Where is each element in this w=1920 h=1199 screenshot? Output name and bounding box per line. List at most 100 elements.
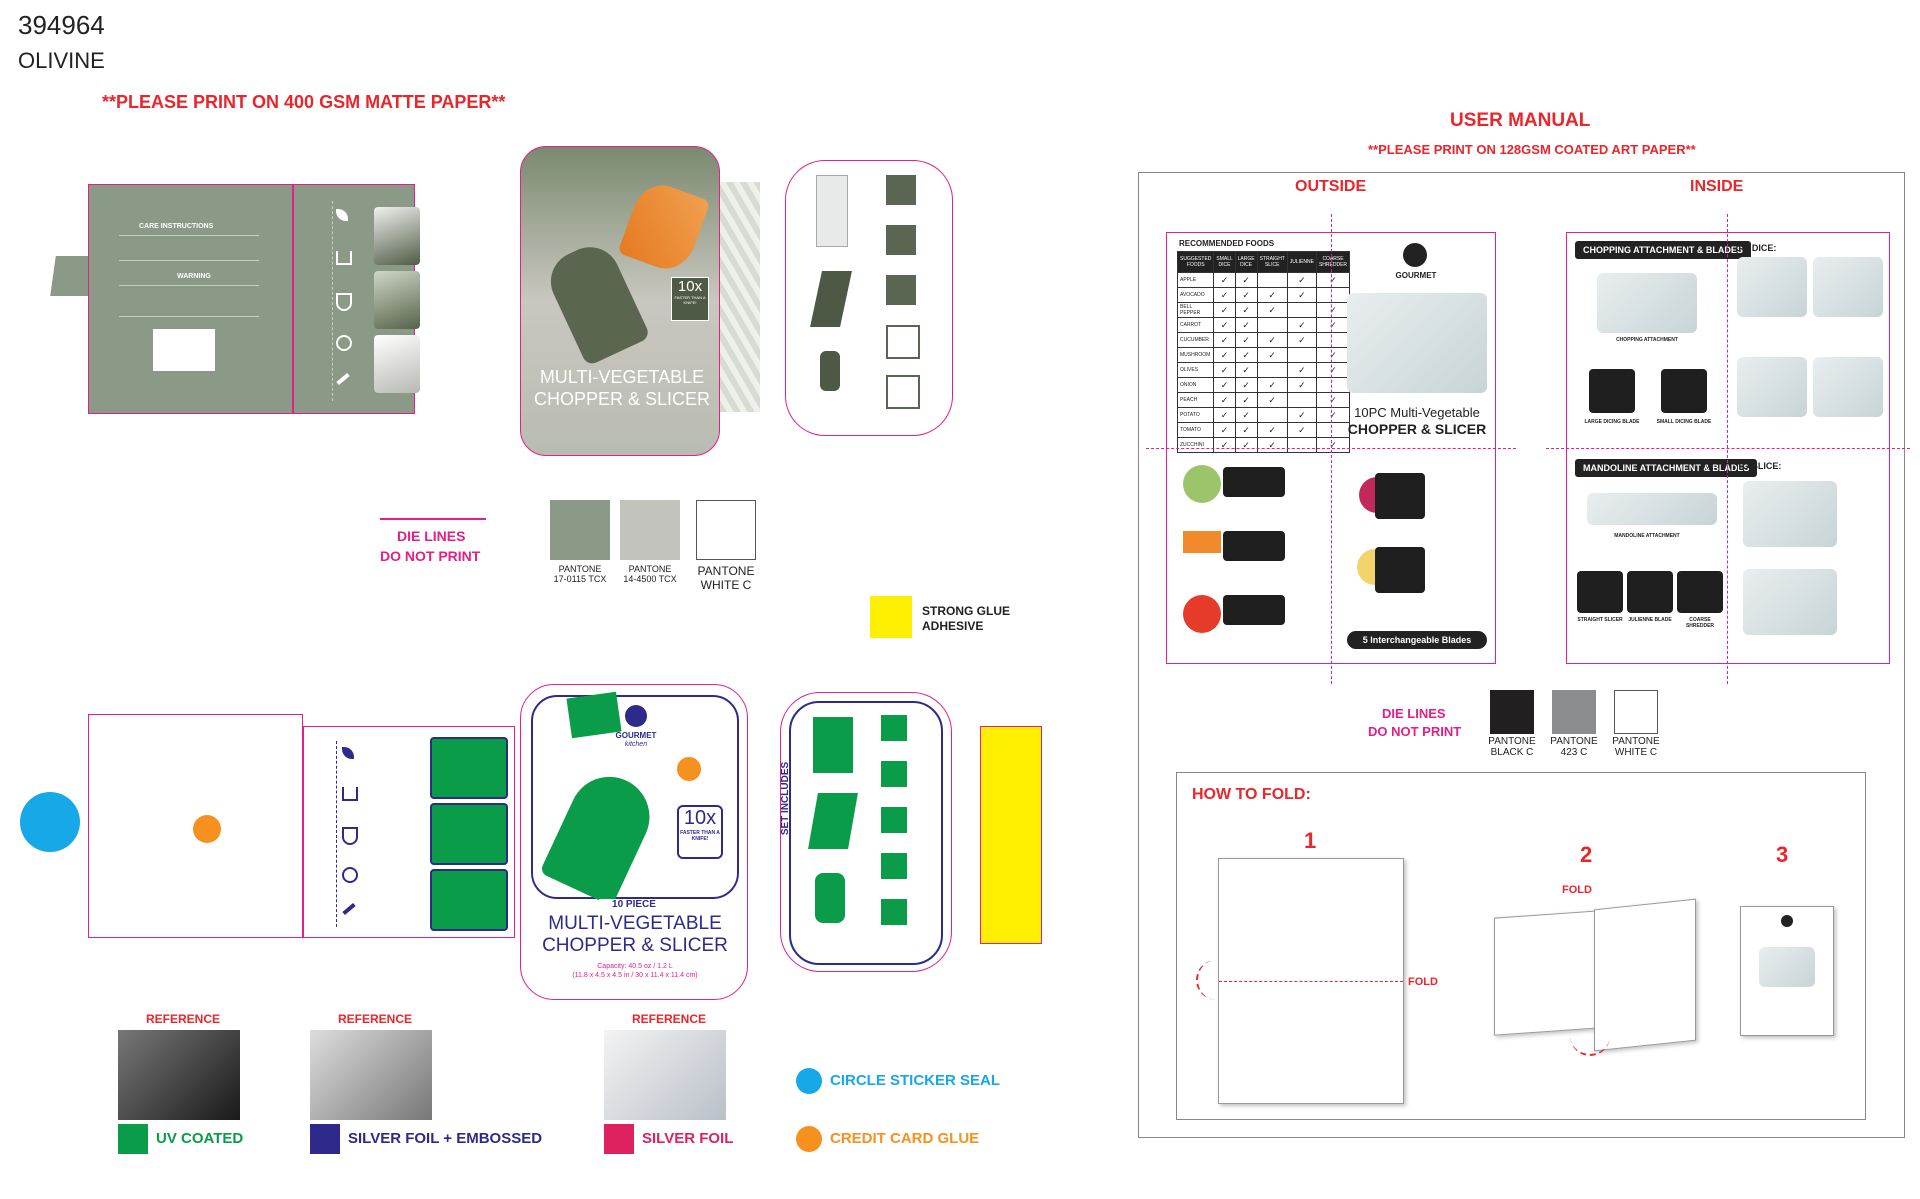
leaf-icon (336, 209, 348, 221)
manual-pantone-label: PANTONE WHITE C (1612, 736, 1660, 758)
finish-label: SILVER FOIL (642, 1130, 734, 1147)
rec-food-cell: POTATO (1176, 407, 1215, 423)
dice-step-2 (1813, 257, 1883, 317)
blade-icon-2 (342, 902, 356, 916)
pantone-label: PANTONE 17-0115 TCX (553, 564, 607, 584)
rec-check-cell: ✓ (1286, 272, 1317, 288)
badge-sub-2: FASTER THAN A KNIFE! (680, 830, 720, 842)
cup-icon-2 (342, 787, 358, 801)
feature-label-column (312, 741, 337, 927)
rec-check-cell (1256, 362, 1288, 378)
blade-straight (1223, 595, 1285, 625)
uv-photo-2 (430, 803, 508, 865)
manual-title: USER MANUAL (1450, 110, 1591, 131)
rec-check-cell: ✓ (1234, 437, 1258, 453)
product-photo-3 (374, 335, 420, 393)
finish-swatch (310, 1124, 340, 1154)
manual-pantone-swatch (1614, 690, 1658, 734)
rec-check-cell: ✓ (1256, 347, 1288, 363)
badge-value: 10x (677, 278, 703, 295)
manual-pantone-label: PANTONE 423 C (1550, 736, 1598, 758)
rec-check-cell: ✓ (1213, 377, 1236, 393)
box-bottom-dieline: GOURMET kitchen 10x FASTER THAN A KNIFE!… (20, 670, 1050, 1000)
rec-check-cell: ✓ (1286, 377, 1317, 393)
rec-check-cell: ✓ (1213, 302, 1236, 318)
to-dice-label: TO DICE: (1737, 243, 1777, 253)
rec-header-cell: LARGE DICE (1234, 251, 1258, 273)
rec-title: RECOMMENDED FOODS (1179, 239, 1275, 248)
rec-check-cell: ✓ (1213, 317, 1236, 333)
rec-check-cell (1315, 332, 1351, 348)
orange-dot-marker (677, 757, 701, 781)
dielines-line2: DO NOT PRINT (380, 548, 481, 564)
brand-logo-circle (625, 705, 647, 727)
circle-sticker-seal (20, 792, 80, 852)
rec-food-cell: ONION (1176, 377, 1215, 393)
rec-check-cell: ✓ (1315, 437, 1351, 453)
slice-step-2 (1743, 569, 1837, 635)
reference-image (604, 1030, 726, 1120)
rec-check-cell: ✓ (1315, 362, 1351, 378)
legend-glue-label: CREDIT CARD GLUE (830, 1130, 980, 1147)
slice-blade-2 (1627, 571, 1673, 613)
rec-check-cell: ✓ (1213, 272, 1236, 288)
reference-label: REFERENCE (632, 1012, 707, 1026)
finish-label: SILVER FOIL + EMBOSSED (348, 1130, 543, 1147)
carrots-image (617, 177, 711, 277)
manual-print-note: **PLEASE PRINT ON 128GSM COATED ART PAPE… (1368, 142, 1696, 157)
rec-food-cell: MUSHROOM (1176, 347, 1215, 363)
large-dice-label: LARGE DICING BLADE (1584, 419, 1640, 425)
fold-step-3: 3 (1776, 842, 1789, 867)
pantone-swatch (620, 500, 680, 560)
rec-header-cell: SUGGESTED FOODS (1176, 251, 1215, 273)
rec-check-cell: ✓ (1286, 422, 1317, 438)
rec-check-cell: ✓ (1234, 422, 1258, 438)
brand-logo-manual (1403, 243, 1427, 267)
rec-check-cell: ✓ (1213, 287, 1236, 303)
bottom-back-panel (88, 714, 303, 938)
rec-check-cell: ✓ (1315, 347, 1351, 363)
chop-title: CHOPPING ATTACHMENT & BLADES (1575, 241, 1751, 259)
rec-check-cell (1256, 407, 1288, 423)
inner-blue-frame (531, 695, 739, 899)
blades-banner: 5 Interchangeable Blades (1347, 631, 1487, 649)
blade-thumb-3 (886, 275, 916, 305)
manual-brand: GOURMET (1395, 271, 1437, 280)
chop-attachment-image (1597, 273, 1697, 333)
set-part-1 (813, 717, 853, 773)
slice-blade-label-2: JULIENNE BLADE (1628, 617, 1672, 623)
bottom-title-2: CHOPPER & SLICER (542, 935, 728, 956)
large-dice-blade-img (1589, 369, 1635, 413)
fold-label-1: FOLD (1408, 976, 1438, 988)
rec-check-cell: ✓ (1286, 317, 1317, 333)
finish-swatch (118, 1124, 148, 1154)
box-top-dieline: CARE INSTRUCTIONS WARNING 10x FASTER THA… (50, 140, 1040, 456)
finish-label: UV COATED (156, 1130, 244, 1147)
set-blue-frame (789, 701, 943, 965)
rec-check-cell: ✓ (1234, 407, 1258, 423)
pantone-swatch (550, 500, 610, 560)
blade-icon (336, 372, 350, 386)
chop-sub: CHOPPING ATTACHMENT (1616, 337, 1678, 343)
dieline-swatch-line (380, 518, 486, 520)
rec-check-cell (1286, 392, 1317, 408)
blade-thumb-1 (886, 175, 916, 205)
rec-food-cell: ZUCCHINI (1176, 437, 1215, 453)
to-slice-label: TO SLICE: (1737, 461, 1782, 471)
rec-check-cell: ✓ (1234, 302, 1258, 318)
legend-glue-dot (796, 1126, 822, 1152)
badge-value-2: 10x (683, 807, 717, 829)
rec-header-cell: COARSE SHREDDER (1315, 251, 1351, 273)
uv-photo-1 (430, 737, 508, 799)
rec-food-cell: CUCUMBER (1176, 332, 1215, 348)
rec-check-cell: ✓ (1234, 287, 1258, 303)
blade-small-dice (1375, 473, 1425, 519)
bottom-front-panel: GOURMET kitchen 10x FASTER THAN A KNIFE!… (520, 684, 748, 1000)
rec-check-cell: ✓ (1213, 347, 1236, 363)
inside-fold-h (1546, 448, 1910, 449)
brand-name: GOURMET (615, 731, 657, 740)
rec-header-cell: JULIENNE (1286, 251, 1317, 273)
colorway-name: OLIVINE (18, 48, 105, 73)
shield-icon (336, 293, 352, 311)
